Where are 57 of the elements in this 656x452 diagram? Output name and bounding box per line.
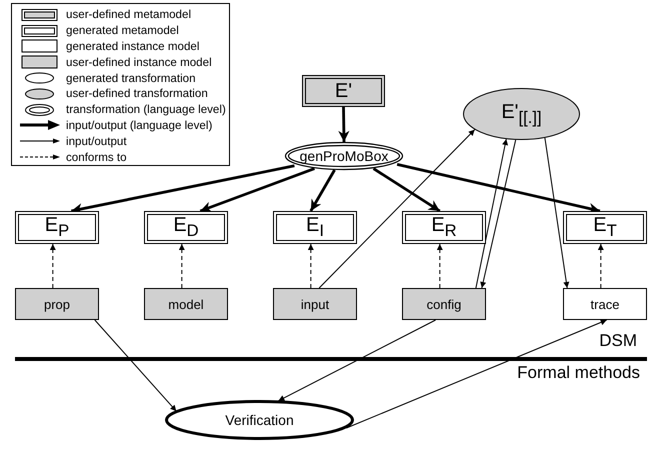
legend-label: user-defined transformation [66, 87, 208, 100]
arrow [396, 163, 600, 214]
arrow [475, 138, 508, 288]
instance-model-box [563, 288, 647, 320]
arrow [346, 320, 608, 428]
instance-model-box [144, 288, 228, 320]
legend-label: generated instance model [66, 40, 200, 53]
node-label: E$_{D}$ [173, 214, 199, 241]
dashed-arrow [308, 244, 314, 288]
legend-label: generated transformation [66, 72, 196, 85]
metamodel-box [402, 211, 486, 244]
region-label: DSM [599, 331, 637, 351]
instance-model-box [273, 288, 357, 320]
dashed-arrow [50, 244, 56, 288]
node-label: Verification [225, 412, 294, 428]
metamodel-box [302, 75, 385, 107]
instance-model-box [402, 288, 486, 320]
legend-label: input/output (language level) [66, 118, 212, 132]
arrow [338, 106, 350, 142]
node-label: config [426, 296, 462, 312]
arrow [94, 320, 177, 412]
transformation-ellipse [285, 142, 403, 170]
instance-model-box [15, 288, 99, 320]
node-label: E$_{R}$ [431, 214, 457, 241]
legend-label: user-defined metamodel [66, 8, 192, 22]
arrow [372, 167, 441, 212]
legend-label: generated metamodel [66, 24, 179, 38]
node-label: prop [44, 296, 70, 312]
node-label: E'$_{[[.]]}$ [501, 100, 542, 128]
arrow [480, 140, 516, 288]
region-label: Formal methods [517, 363, 640, 383]
arrow [318, 129, 476, 288]
legend-label: input/output [66, 134, 127, 148]
node-label: E$_{I}$ [306, 214, 324, 241]
metamodel-box [273, 211, 357, 244]
arrow [200, 167, 315, 212]
node-label: genProMoBox [300, 148, 388, 164]
dashed-arrow [598, 244, 604, 288]
node-label: model [168, 296, 204, 312]
transformation-ellipse [165, 400, 354, 440]
node-label: E' [334, 80, 352, 102]
node-label: E$_{T}$ [593, 214, 617, 241]
legend-label: user-defined instance model [66, 56, 212, 69]
node-label: input [300, 296, 330, 312]
transformation-ellipse [463, 88, 580, 140]
arrow [310, 169, 336, 212]
node-label: E$_{P}$ [44, 214, 70, 241]
metamodel-box [144, 211, 228, 244]
legend-label: transformation (language level) [66, 103, 226, 116]
arrow [544, 137, 570, 288]
metamodel-box [563, 211, 647, 244]
metamodel-box [15, 211, 99, 244]
dashed-arrow [436, 244, 443, 288]
legend-label: conforms to [66, 150, 127, 164]
arrow [278, 320, 436, 402]
dashed-arrow [178, 244, 185, 288]
node-label: trace [590, 296, 620, 312]
